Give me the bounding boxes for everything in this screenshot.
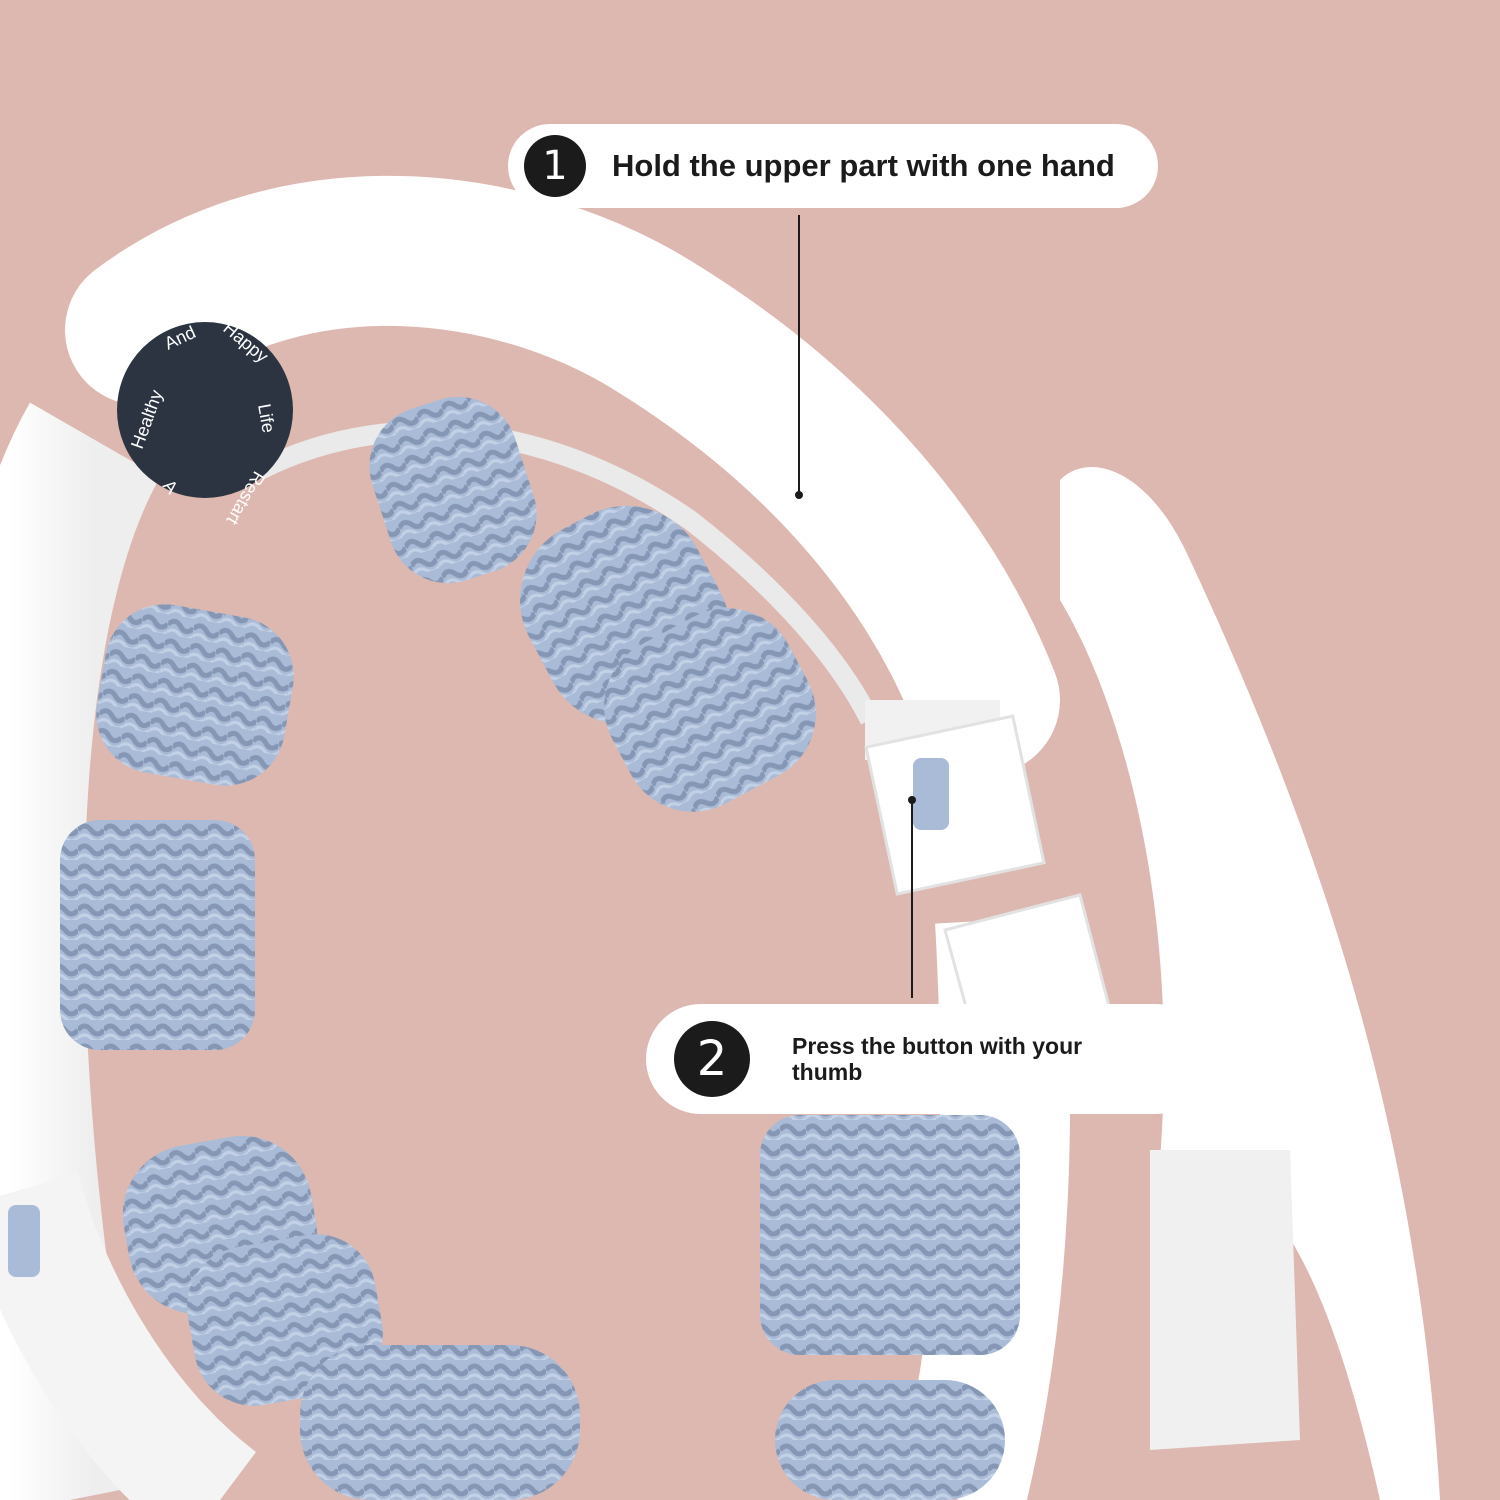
roller bbox=[96, 604, 294, 786]
roller bbox=[775, 1380, 1005, 1500]
callout-step-2: 2 Press the button with your thumb bbox=[646, 1004, 1211, 1114]
roller bbox=[604, 608, 816, 812]
step-instruction: Hold the upper part with one hand bbox=[612, 148, 1115, 183]
leader-dot-2 bbox=[908, 796, 916, 804]
roller bbox=[300, 1345, 580, 1500]
badge-word: Life bbox=[254, 402, 279, 434]
step-instruction: Press the button with your thumb bbox=[792, 1033, 1083, 1085]
step-number-badge: 2 bbox=[674, 1021, 750, 1097]
step-number-badge: 1 bbox=[524, 135, 586, 197]
roller bbox=[369, 396, 537, 584]
side-button bbox=[8, 1205, 40, 1277]
weight-handle-stem bbox=[1150, 1150, 1300, 1450]
release-button bbox=[913, 758, 949, 830]
roller bbox=[760, 1115, 1020, 1355]
massage-rollers bbox=[8, 396, 1020, 1500]
hoop-upper-arm bbox=[65, 175, 1060, 775]
leader-dot-1 bbox=[795, 491, 803, 499]
hoop-connector bbox=[864, 700, 1112, 1042]
weight-handle bbox=[1060, 466, 1440, 1500]
roller bbox=[60, 820, 255, 1050]
callout-step-1: 1 Hold the upper part with one hand bbox=[508, 124, 1158, 208]
